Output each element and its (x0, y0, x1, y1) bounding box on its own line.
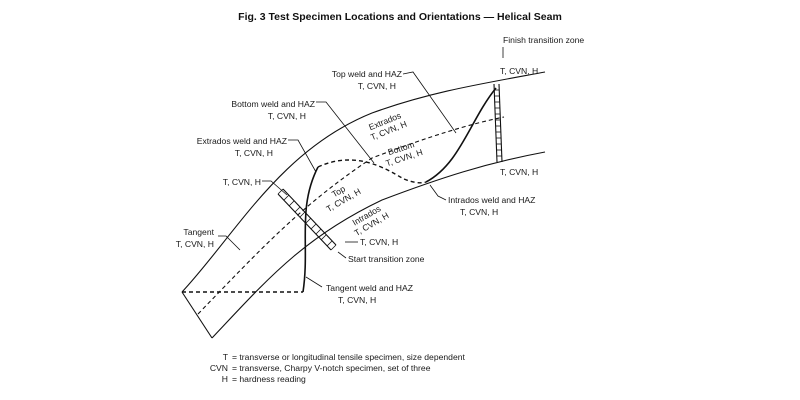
label-top-weld: Top weld and HAZ (332, 69, 402, 79)
label-curve-bottom-group: Bottom T, CVN, H (384, 139, 423, 168)
seam-tangent-segment (302, 166, 319, 293)
pipe-end-cap (181, 291, 213, 339)
start-transition-zone-hatch (277, 188, 337, 251)
label-top-weld-tcvnh: T, CVN, H (358, 81, 396, 91)
label-curve-top-group: Top T, CVN, H (324, 183, 362, 213)
label-right-tcvnh: T, CVN, H (500, 167, 538, 177)
legend: T = transverse or longitudinal tensile s… (190, 352, 465, 385)
legend-text: = hardness reading (232, 374, 306, 384)
pipe-centerline (197, 116, 505, 315)
legend-row-t: T = transverse or longitudinal tensile s… (190, 352, 465, 363)
label-tangent-tcvnh: T, CVN, H (176, 239, 214, 249)
legend-text: = transverse, Charpy V-notch specimen, s… (232, 363, 431, 373)
finish-transition-zone-hatch (493, 83, 503, 163)
label-intrados-weld: Intrados weld and HAZ (448, 195, 535, 205)
label-extrados-weld-tcvnh: T, CVN, H (235, 148, 273, 158)
pipe-intrados-edge (211, 151, 546, 339)
seam-top-segment (425, 87, 497, 183)
pipe-extrados-edge (181, 71, 546, 293)
legend-text: = transverse or longitudinal tensile spe… (232, 352, 465, 362)
label-tangent-weld: Tangent weld and HAZ (326, 283, 413, 293)
figure-title: Fig. 3 Test Specimen Locations and Orien… (238, 11, 562, 23)
label-left-tcvnh: T, CVN, H (223, 177, 261, 187)
label-finish-tcvnh: T, CVN, H (500, 66, 538, 76)
legend-row-cvn: CVN = transverse, Charpy V-notch specime… (190, 363, 465, 374)
label-intrados-weld-tcvnh: T, CVN, H (460, 207, 498, 217)
leader-lines (218, 47, 504, 288)
legend-row-h: H = hardness reading (190, 374, 465, 385)
label-extrados-weld: Extrados weld and HAZ (197, 136, 287, 146)
label-finish-transition-zone: Finish transition zone (503, 35, 584, 45)
label-start-tcvnh: T, CVN, H (360, 237, 398, 247)
legend-key: T (222, 352, 228, 362)
seam-bottom-segment (317, 159, 427, 184)
label-bottom-weld-tcvnh: T, CVN, H (268, 111, 306, 121)
label-start-transition-zone: Start transition zone (348, 254, 425, 264)
label-bottom-weld: Bottom weld and HAZ (231, 99, 315, 109)
label-tangent: Tangent (183, 227, 214, 237)
label-tangent-weld-tcvnh: T, CVN, H (338, 295, 376, 305)
label-curve-extrados-group: Extrados T, CVN, H (367, 110, 408, 142)
legend-key: H (221, 374, 228, 384)
legend-key: CVN (209, 363, 228, 373)
